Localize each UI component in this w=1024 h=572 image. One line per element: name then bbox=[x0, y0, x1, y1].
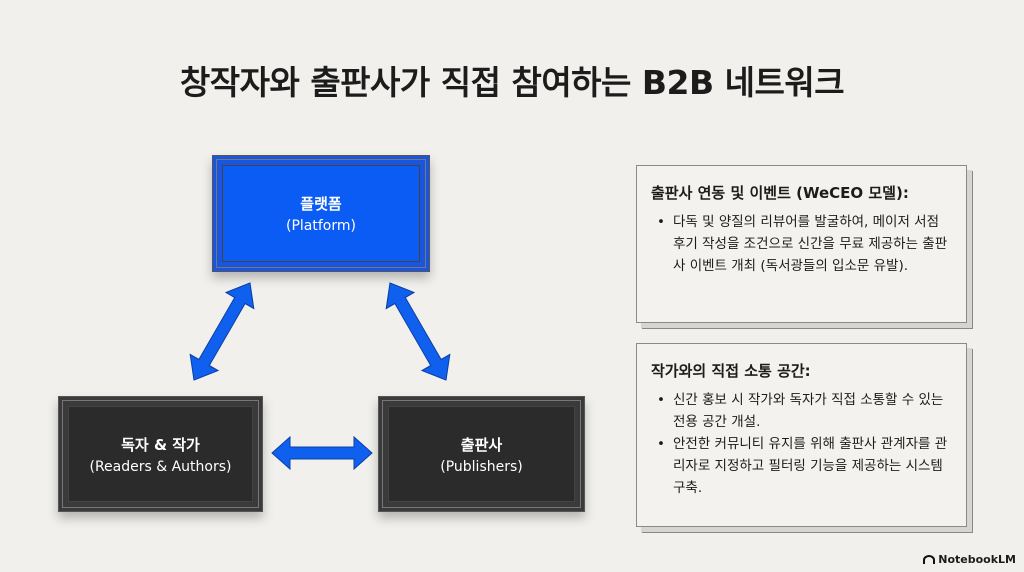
publishers-node-body: 출판사 (Publishers) bbox=[388, 406, 575, 502]
bullet-item: 다독 및 양질의 리뷰어를 발굴하여, 메이저 서점 후기 작성을 조건으로 신… bbox=[655, 211, 952, 277]
platform-node-body: 플랫폼 (Platform) bbox=[222, 165, 420, 262]
bullet-list: 다독 및 양질의 리뷰어를 발굴하여, 메이저 서점 후기 작성을 조건으로 신… bbox=[651, 211, 952, 277]
bullet-item: 안전한 커뮤니티 유지를 위해 출판사 관계자를 관리자로 지정하고 필터링 기… bbox=[655, 433, 952, 499]
frame bbox=[382, 400, 581, 508]
bullet-list: 신간 홍보 시 작가와 독자가 직접 소통할 수 있는 전용 공간 개설. 안전… bbox=[651, 389, 952, 499]
readers-node-body: 독자 & 작가 (Readers & Authors) bbox=[68, 406, 253, 502]
arrow-platform-publishers bbox=[375, 274, 461, 389]
publishers-node: 출판사 (Publishers) bbox=[378, 396, 585, 512]
bullet-item: 신간 홍보 시 작가와 독자가 직접 소통할 수 있는 전용 공간 개설. bbox=[655, 389, 952, 433]
readers-label-en: (Readers & Authors) bbox=[89, 458, 232, 475]
publishers-label-ko: 출판사 bbox=[460, 435, 503, 454]
logo-text: NotebookLM bbox=[938, 553, 1016, 566]
info-card-publisher-events: 출판사 연동 및 이벤트 (WeCEO 모델): 다독 및 양질의 리뷰어를 발… bbox=[636, 165, 967, 323]
frame bbox=[216, 159, 426, 268]
card-heading: 출판사 연동 및 이벤트 (WeCEO 모델): bbox=[651, 184, 909, 202]
platform-label-en: (Platform) bbox=[286, 218, 356, 234]
platform-node: 플랫폼 (Platform) bbox=[212, 155, 430, 272]
readers-authors-node: 독자 & 작가 (Readers & Authors) bbox=[58, 396, 263, 512]
notebooklm-icon bbox=[923, 554, 936, 564]
arrow-readers-publishers bbox=[271, 436, 373, 470]
notebooklm-logo: NotebookLM bbox=[923, 553, 1016, 566]
frame bbox=[62, 400, 259, 508]
info-card-author-communication: 작가와의 직접 소통 공간: 신간 홍보 시 작가와 독자가 직접 소통할 수 … bbox=[636, 343, 967, 527]
platform-label-ko: 플랫폼 bbox=[300, 195, 342, 213]
arrow-platform-readers bbox=[179, 274, 265, 389]
publishers-label-en: (Publishers) bbox=[440, 458, 523, 475]
readers-label-ko: 독자 & 작가 bbox=[121, 435, 200, 454]
card-heading: 작가와의 직접 소통 공간: bbox=[651, 362, 811, 380]
page-title: 창작자와 출판사가 직접 참여하는 B2B 네트워크 bbox=[179, 63, 845, 102]
